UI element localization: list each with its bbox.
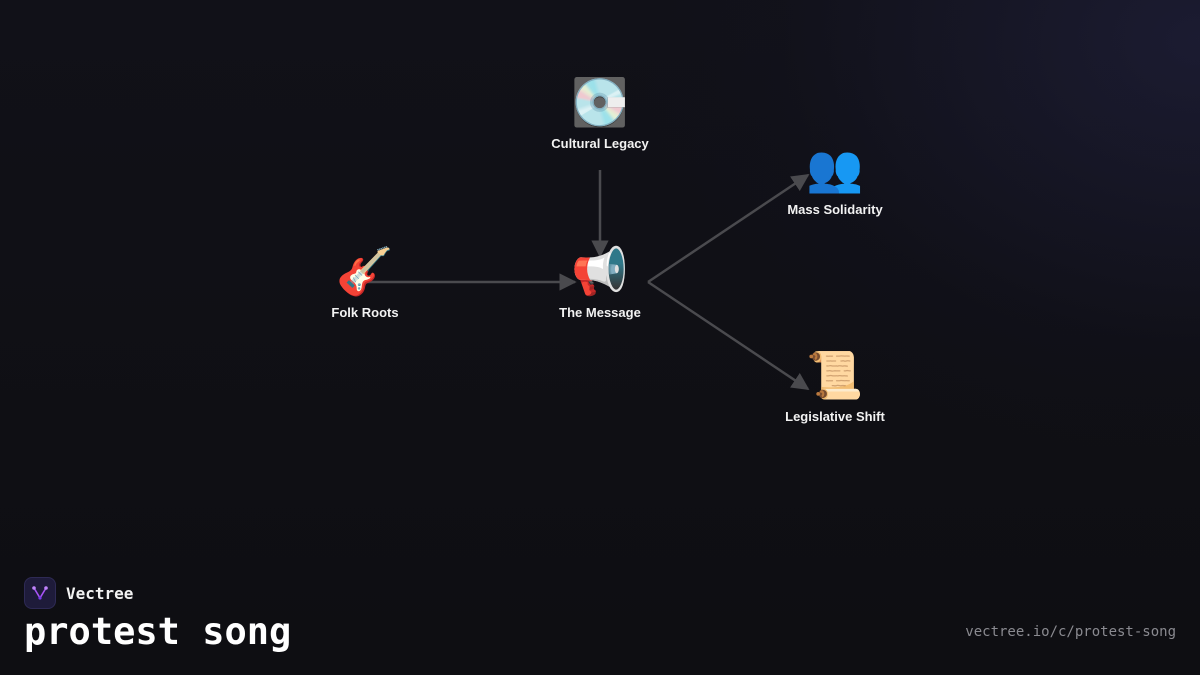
vectree-logo-icon — [24, 577, 56, 609]
edge-the-message-to-mass-solidarity — [647, 173, 810, 284]
node-label: Cultural Legacy — [551, 136, 649, 151]
node-label: The Message — [559, 305, 641, 320]
node-legislative-shift[interactable]: 📜 Legislative Shift — [755, 347, 915, 424]
node-folk-roots[interactable]: 🎸 Folk Roots — [285, 243, 445, 320]
node-label: Mass Solidarity — [787, 202, 883, 217]
scroll-icon: 📜 — [806, 348, 864, 402]
people-icon: 👥 — [806, 141, 864, 195]
minidisc-icon: 💽 — [571, 75, 629, 129]
node-cultural-legacy[interactable]: 💽 Cultural Legacy — [520, 74, 680, 151]
page-url[interactable]: vectree.io/c/protest-song — [965, 624, 1176, 640]
node-the-message[interactable]: 📢 The Message — [520, 243, 680, 320]
node-label: Legislative Shift — [785, 409, 885, 424]
brand-name: Vectree — [66, 583, 134, 603]
node-label: Folk Roots — [331, 305, 399, 320]
edge-the-message-to-legislative-shift — [647, 280, 810, 391]
page-title: protest song — [24, 610, 292, 653]
node-mass-solidarity[interactable]: 👥 Mass Solidarity — [755, 140, 915, 217]
guitar-icon: 🎸 — [336, 244, 394, 298]
brand[interactable]: Vectree — [24, 577, 133, 609]
megaphone-icon: 📢 — [571, 244, 629, 298]
